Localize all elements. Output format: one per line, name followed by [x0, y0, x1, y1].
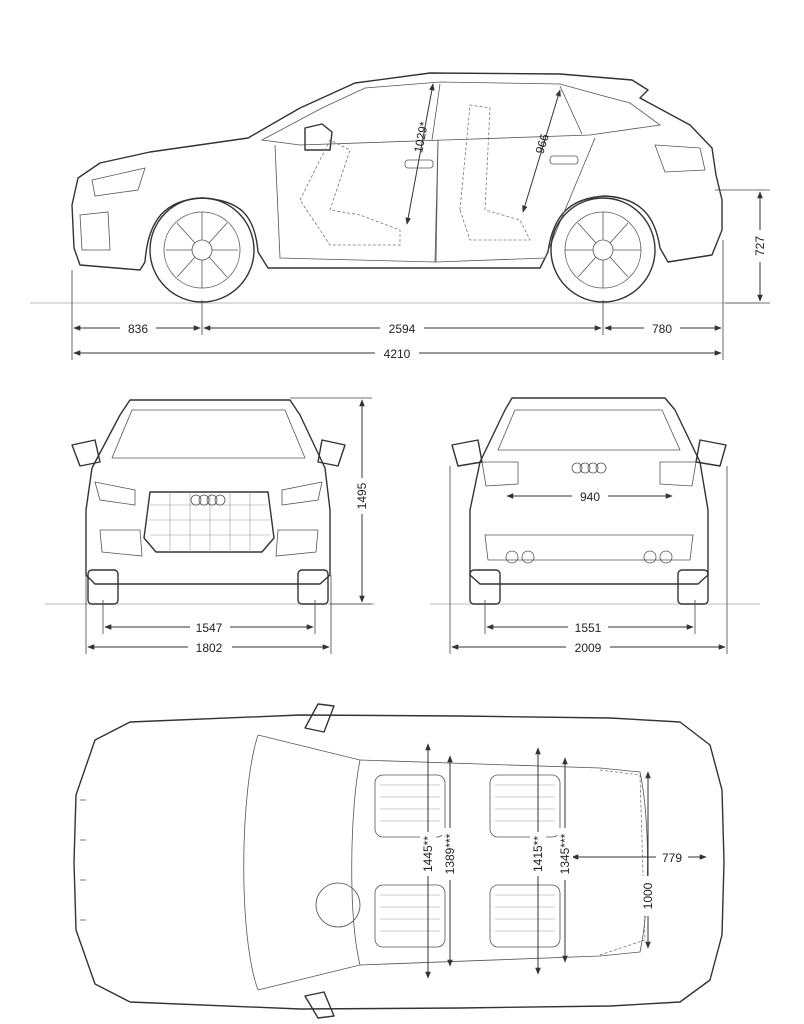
top-car-body	[73, 714, 725, 1010]
dim-front-track: 1547	[196, 621, 223, 635]
side-front-door	[274, 139, 439, 263]
rear-left-tyre	[469, 569, 501, 605]
side-rear-seat	[459, 104, 531, 241]
front-left-tyre	[87, 569, 119, 605]
rear-left-mirror	[451, 439, 483, 467]
top-rear-right-seat	[489, 884, 561, 948]
dim-width-mirrors: 2009	[575, 641, 602, 655]
dim-load-width: 1000	[641, 882, 655, 909]
side-rear-wheel	[550, 197, 656, 303]
side-rear-door	[435, 137, 596, 263]
top-hood-line	[243, 734, 259, 991]
rear-window	[497, 409, 681, 451]
top-front-left-seat	[374, 774, 446, 838]
top-view: 1445** 1389*** 1415** 1345*** 1000 779	[73, 703, 725, 1019]
front-grille	[143, 491, 275, 553]
dim-rear-shoulder: 1415**	[531, 836, 545, 872]
front-left-intake	[99, 529, 143, 557]
front-windshield	[111, 409, 306, 459]
front-right-mirror	[317, 439, 346, 467]
rear-rings-logo	[571, 462, 607, 474]
top-left-mirror	[304, 703, 335, 733]
dim-front-elbow: 1389***	[443, 833, 457, 874]
rear-right-tyre	[677, 569, 709, 605]
side-b-pillar	[431, 83, 441, 141]
rear-right-taillight	[659, 461, 697, 487]
top-right-mirror	[304, 991, 335, 1019]
dim-width: 1802	[196, 641, 223, 655]
front-view: 1547 1802 1495	[45, 397, 375, 655]
side-headlight	[91, 167, 146, 197]
side-car-body	[71, 72, 723, 271]
dim-front-shoulder: 1445**	[421, 836, 435, 872]
front-left-mirror	[71, 439, 101, 467]
dim-load-width-rear: 940	[580, 490, 600, 504]
dim-load-length: 779	[662, 851, 682, 865]
side-c-pillar	[559, 85, 583, 135]
rear-exhaust-tips	[505, 550, 673, 564]
side-rear-handle	[549, 155, 579, 165]
dim-rear-headroom: 966	[533, 132, 552, 156]
side-view: 836 2594 780 4210 727 1029* 966	[30, 72, 770, 361]
top-steering-wheel	[315, 882, 361, 928]
front-rings-logo	[190, 494, 226, 506]
front-right-tyre	[297, 569, 329, 605]
side-mirror	[304, 123, 333, 151]
dim-front-overhang: 836	[128, 322, 148, 336]
front-left-headlight	[94, 481, 136, 506]
dim-wheelbase: 2594	[389, 322, 416, 336]
side-glasshouse	[260, 81, 662, 146]
dim-rear-overhang: 780	[652, 322, 672, 336]
side-front-seat	[299, 139, 401, 246]
top-rear-left-seat	[489, 774, 561, 838]
dim-ground-to-tail: 727	[753, 236, 767, 256]
dim-height: 1495	[355, 482, 369, 509]
rear-right-mirror	[695, 439, 727, 467]
dim-rear-track: 1551	[575, 621, 602, 635]
top-boot-area	[599, 769, 646, 956]
side-front-intake	[79, 211, 111, 251]
dim-overall-length: 4210	[384, 347, 411, 361]
side-front-wheel	[149, 197, 255, 303]
front-right-intake	[275, 529, 319, 557]
rear-left-taillight	[481, 461, 519, 487]
rear-diffuser	[484, 534, 694, 561]
dim-front-headroom: 1029*	[411, 120, 431, 154]
side-taillight	[654, 144, 706, 173]
top-windshield	[257, 734, 361, 991]
dim-rear-elbow: 1345***	[558, 833, 572, 874]
top-cabin-outline	[359, 759, 648, 966]
front-right-headlight	[281, 481, 323, 506]
rear-view: 940 1551 2009	[430, 397, 760, 655]
top-front-right-seat	[374, 884, 446, 948]
